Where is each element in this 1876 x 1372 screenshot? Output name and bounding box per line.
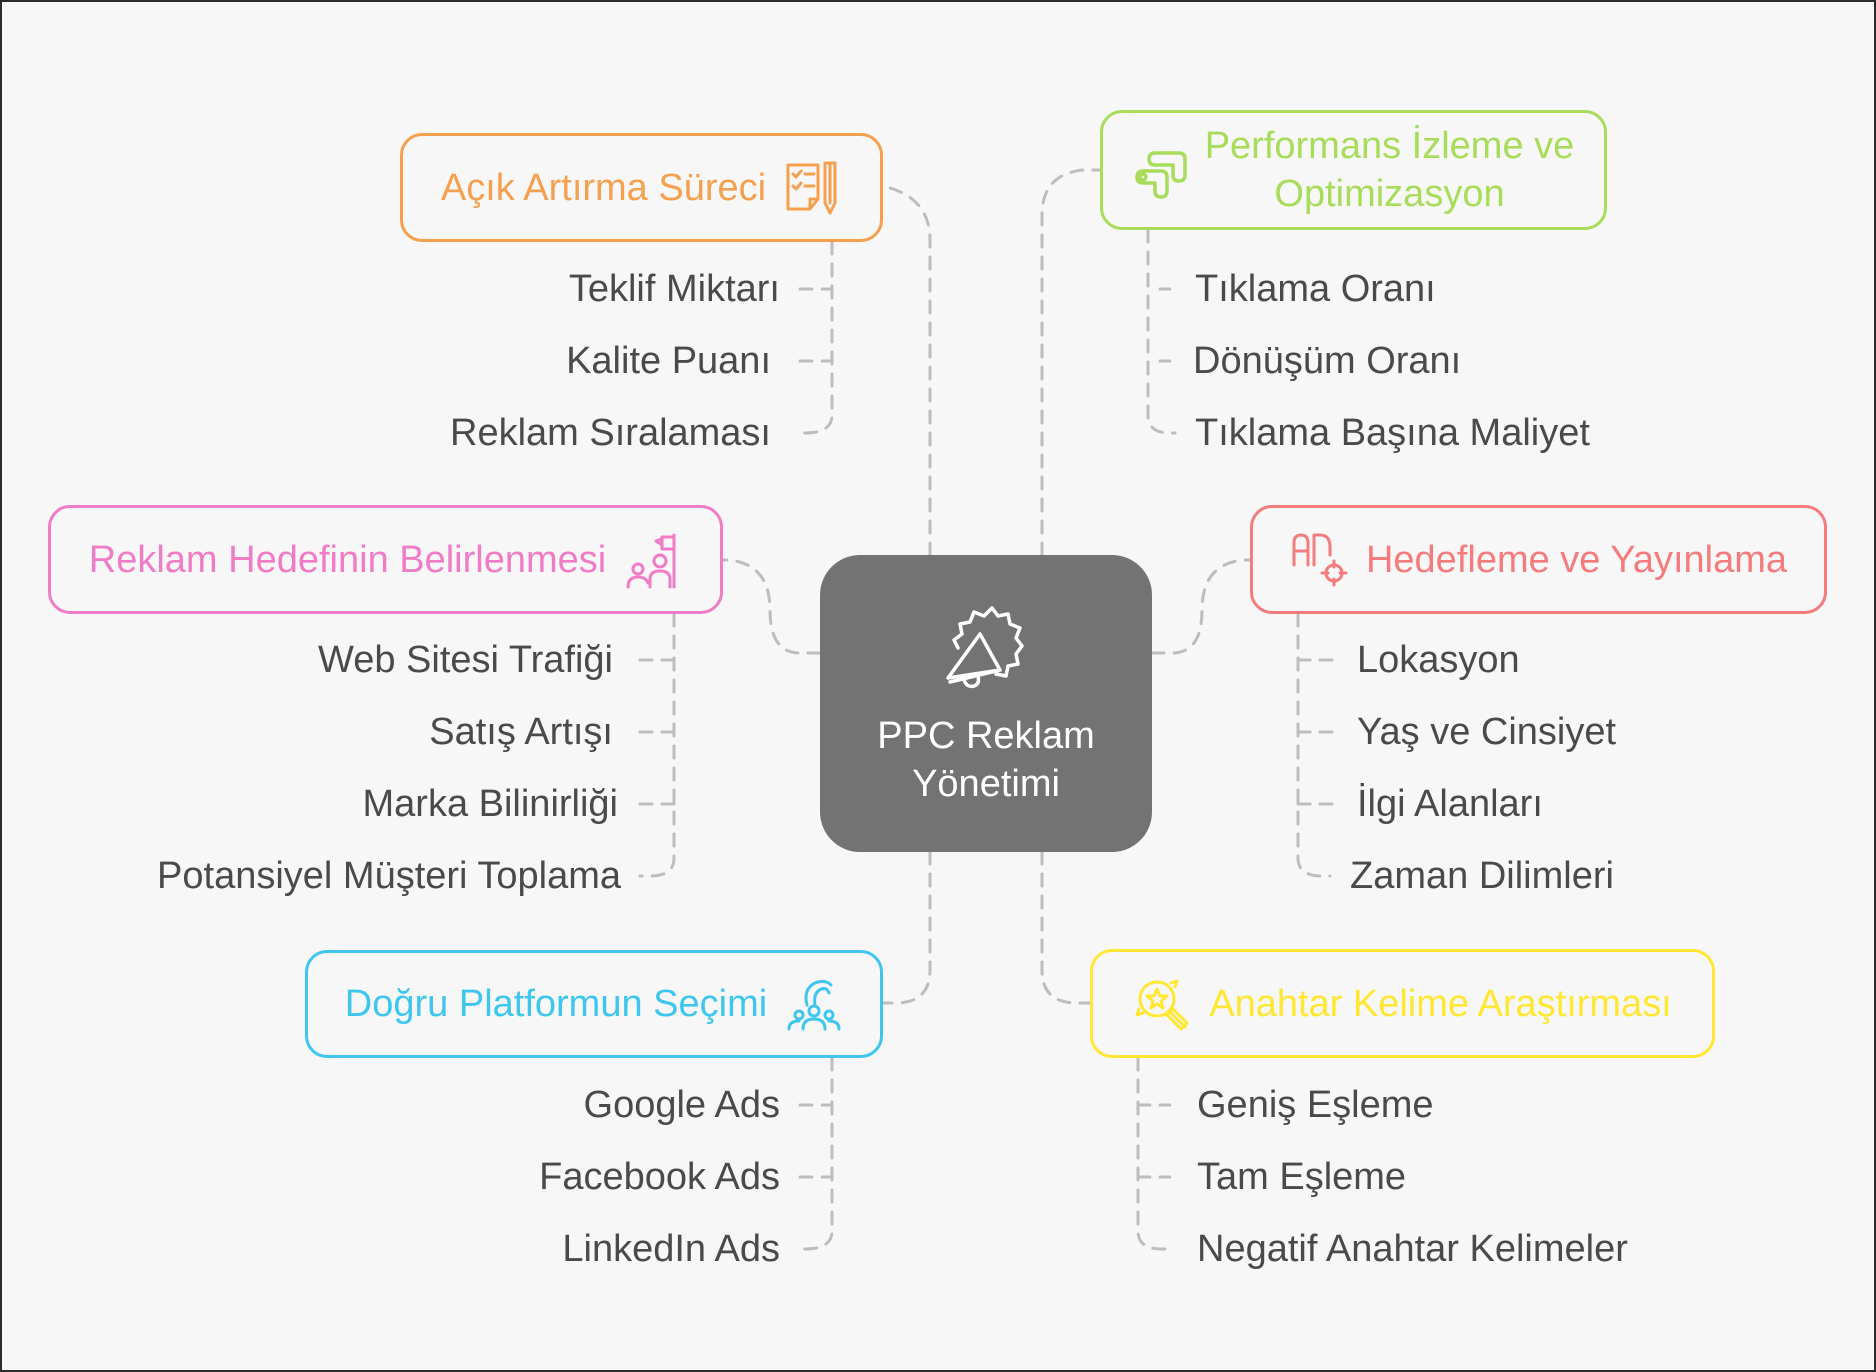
branch-title: Doğru Platformun Seçimi (344, 983, 768, 1025)
goal-item: Web Sitesi Trafiği (318, 639, 613, 681)
goal-item: Satış Artışı (429, 711, 613, 753)
goal-item: Marka Bilinirliği (362, 783, 619, 825)
targeting-item: Zaman Dilimleri (1350, 855, 1614, 897)
branch-ad-goal[interactable]: Reklam Hedefinin Belirlenmesi (48, 505, 723, 614)
auction-item: Teklif Miktarı (568, 268, 780, 310)
central-topic-node[interactable]: PPC Reklam Yönetimi (820, 555, 1152, 852)
megaphone-badge-icon (936, 600, 1036, 712)
branch-keyword-research[interactable]: Anahtar Kelime Araştırması (1090, 949, 1715, 1058)
targeting-item: Lokasyon (1357, 639, 1520, 681)
branch-platform-selection[interactable]: Doğru Platformun Seçimi (305, 950, 883, 1058)
goal-item: Potansiyel Müşteri Toplama (157, 855, 621, 897)
targeting-item: Yaş ve Cinsiyet (1357, 711, 1617, 753)
branch-title: Reklam Hedefinin Belirlenmesi (88, 538, 607, 581)
central-topic-title-line1: PPC Reklam (877, 714, 1095, 757)
platform-item: Facebook Ads (539, 1156, 780, 1198)
central-topic-title-line2: Yönetimi (912, 762, 1060, 805)
branch-title-line1: Performans İzleme ve (1204, 125, 1575, 167)
auction-item: Kalite Puanı (566, 340, 771, 382)
performance-item: Dönüşüm Oranı (1193, 340, 1462, 382)
star-search-icon (1133, 975, 1191, 1033)
keyword-item: Tam Eşleme (1197, 1156, 1407, 1198)
pipe-flow-icon (1133, 141, 1191, 199)
branch-title: Anahtar Kelime Araştırması (1209, 982, 1672, 1025)
branch-performance-monitoring[interactable]: Performans İzleme ve Optimizasyon (1100, 110, 1607, 230)
platform-item: Google Ads (583, 1084, 780, 1126)
keyword-item: Geniş Eşleme (1197, 1084, 1434, 1126)
auction-item: Reklam Sıralaması (450, 412, 771, 454)
branch-title: Hedefleme ve Yayınlama (1365, 538, 1788, 581)
branch-targeting-publishing[interactable]: Hedefleme ve Yayınlama (1250, 505, 1827, 614)
checklist-pencil-icon (784, 159, 842, 217)
group-pointer-icon (785, 975, 843, 1033)
people-flag-icon (624, 531, 682, 589)
keyword-item: Negatif Anahtar Kelimeler (1197, 1228, 1628, 1270)
branch-title-line2: Optimizasyon (1274, 173, 1505, 215)
ad-target-icon (1290, 531, 1348, 589)
branch-auction-process[interactable]: Açık Artırma Süreci (400, 133, 883, 242)
targeting-item: İlgi Alanları (1357, 783, 1543, 825)
platform-item: LinkedIn Ads (562, 1228, 780, 1270)
branch-title: Açık Artırma Süreci (440, 166, 767, 209)
performance-item: Tıklama Oranı (1195, 268, 1436, 310)
performance-item: Tıklama Başına Maliyet (1195, 412, 1590, 454)
